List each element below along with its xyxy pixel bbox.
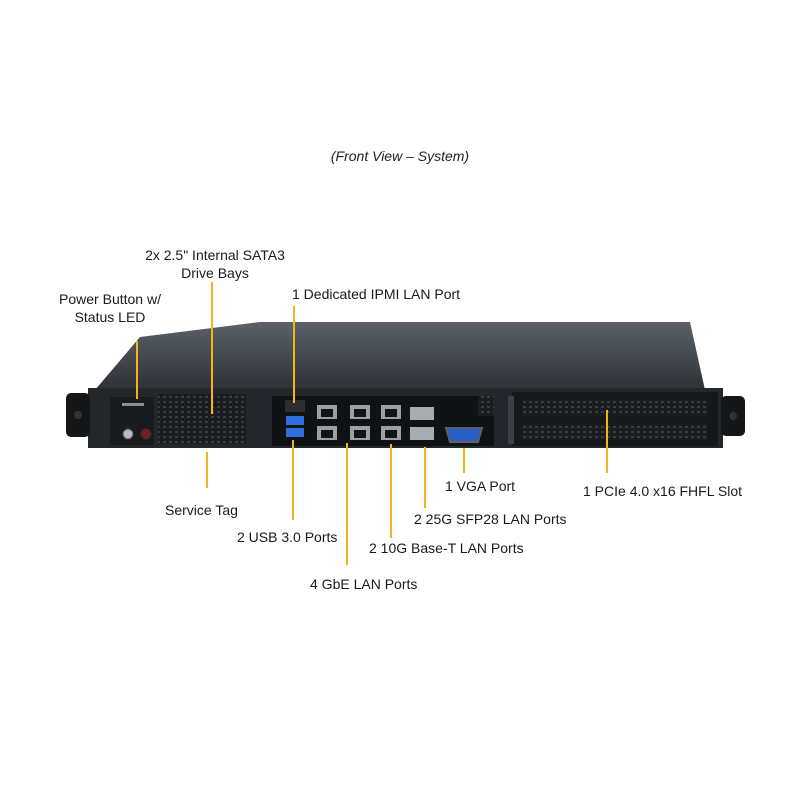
- label-usb: 2 USB 3.0 Ports: [237, 529, 338, 545]
- label-service-tag: Service Tag: [165, 502, 238, 518]
- usb-port: [286, 416, 304, 425]
- status-led: [140, 428, 152, 440]
- sfp-cage: [410, 427, 434, 440]
- label-gbe: 4 GbE LAN Ports: [310, 576, 418, 592]
- drive-bay-vent: [158, 394, 246, 444]
- usb-port: [286, 428, 304, 437]
- chassis-top: [95, 322, 705, 390]
- leader-pcie: [606, 410, 608, 473]
- label-drive-bays-line1: 2x 2.5" Internal SATA3: [145, 247, 285, 263]
- label-drive-bays-line2: Drive Bays: [181, 265, 249, 281]
- figure-caption: (Front View – System): [330, 148, 470, 164]
- label-vga: 1 VGA Port: [445, 478, 516, 494]
- label-sfp28: 2 25G SFP28 LAN Ports: [414, 511, 567, 527]
- leader-ipmi: [293, 306, 295, 403]
- leader-base-t: [390, 444, 392, 538]
- leader-drive-bays: [211, 282, 213, 414]
- leader-usb: [292, 440, 294, 520]
- label-power-button-line1: Power Button w/: [59, 291, 161, 307]
- label-drive-bays: 2x 2.5" Internal SATA3 Drive Bays: [125, 246, 305, 282]
- power-button: [122, 428, 134, 440]
- label-base-t: 2 10G Base-T LAN Ports: [369, 540, 524, 556]
- leader-gbe: [346, 443, 348, 565]
- leader-power-button: [136, 341, 138, 399]
- label-ipmi: 1 Dedicated IPMI LAN Port: [292, 286, 461, 302]
- label-pcie: 1 PCIe 4.0 x16 FHFL Slot: [583, 483, 742, 499]
- sfp-cage: [410, 407, 434, 420]
- leader-service-tag: [206, 452, 208, 488]
- leader-vga: [463, 448, 465, 473]
- leader-sfp28: [424, 447, 426, 508]
- label-power-button-line2: Status LED: [74, 309, 146, 325]
- vga-port: [444, 427, 484, 443]
- label-power-button: Power Button w/ Status LED: [45, 290, 175, 326]
